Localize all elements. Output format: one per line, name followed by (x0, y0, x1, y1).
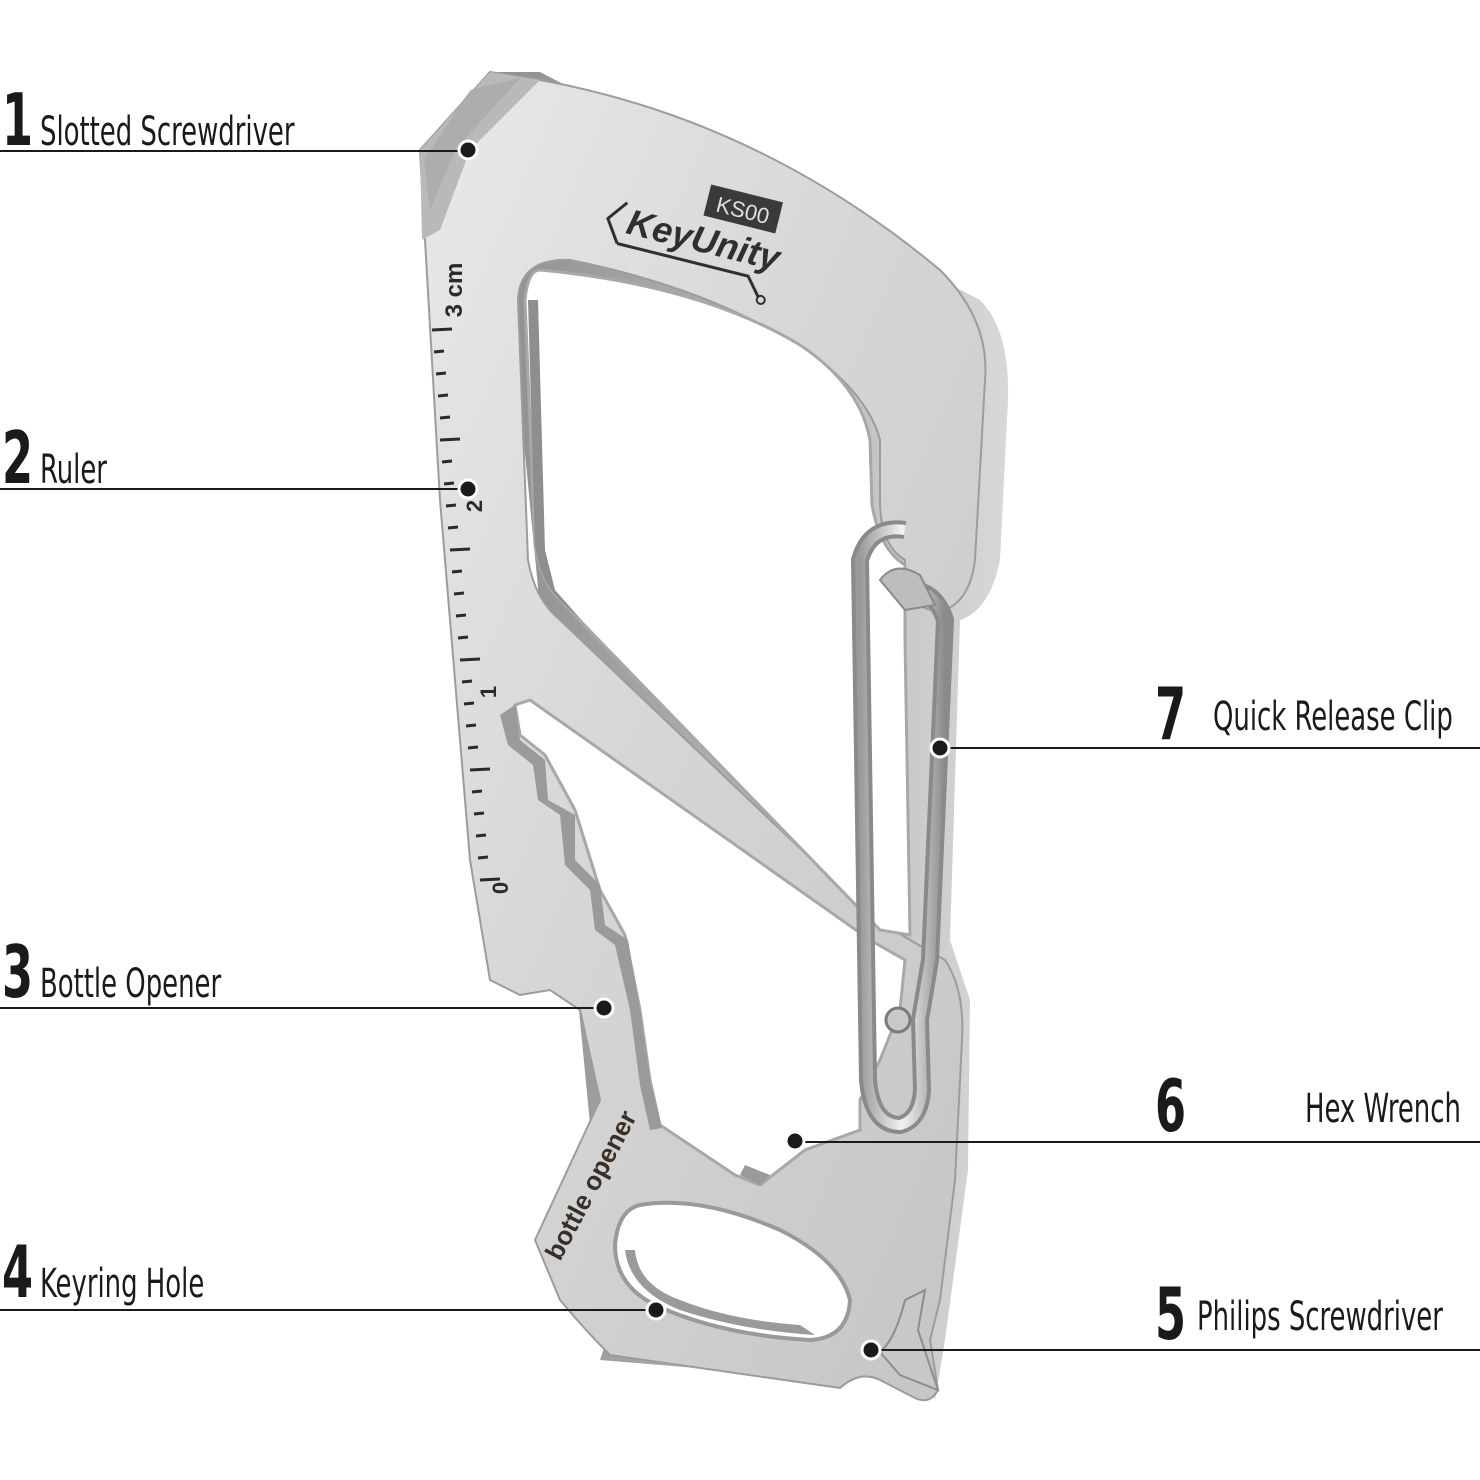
brand-logo: KS00 KeyUnity (606, 184, 786, 305)
callout-label: Philips Screwdriver (1197, 1294, 1443, 1340)
ruler-ticks (431, 327, 501, 882)
marker-dot-4 (645, 1299, 667, 1321)
ruler-unit: 3 cm (441, 263, 468, 318)
callout-number: 6 (1155, 1064, 1186, 1148)
philips-tip (878, 1288, 940, 1392)
callout-number: 4 (2, 1230, 33, 1314)
bottle-opener-cutout (513, 698, 907, 1187)
callout-number: 3 (2, 930, 33, 1014)
marker-dot-2 (457, 478, 479, 500)
marker-dot-1 (457, 139, 479, 161)
callout-number: 5 (1155, 1272, 1186, 1356)
ruler-mark-1: 1 (476, 686, 501, 698)
bottle-opener-teeth (500, 705, 662, 1130)
marker-dot-6 (784, 1130, 806, 1152)
callout-label: Quick Release Clip (1213, 694, 1453, 740)
callout-quick-release-clip: 7 Quick Release Clip (1155, 672, 1453, 756)
callout-label: Keyring Hole (40, 1261, 205, 1307)
callout-hex-wrench: 6 Hex Wrench (1155, 1064, 1461, 1148)
callout-label: Bottle Opener (40, 961, 222, 1007)
callout-philips-screwdriver: 5 Philips Screwdriver (1155, 1272, 1443, 1356)
callout-number: 1 (2, 78, 33, 162)
callout-label: Hex Wrench (1305, 1086, 1461, 1132)
callout-number: 2 (2, 416, 33, 500)
screwdriver-bevel (420, 72, 540, 240)
ruler-mark-0: 0 (488, 882, 513, 894)
marker-dot-7 (929, 737, 951, 759)
callout-label: Ruler (40, 447, 108, 493)
marker-dot-5 (860, 1339, 882, 1361)
model-badge (703, 184, 784, 234)
ruler-mark-2: 2 (462, 500, 487, 512)
callout-label: Slotted Screwdriver (40, 109, 295, 155)
callout-number: 7 (1155, 672, 1186, 756)
marker-dot-3 (593, 997, 615, 1019)
